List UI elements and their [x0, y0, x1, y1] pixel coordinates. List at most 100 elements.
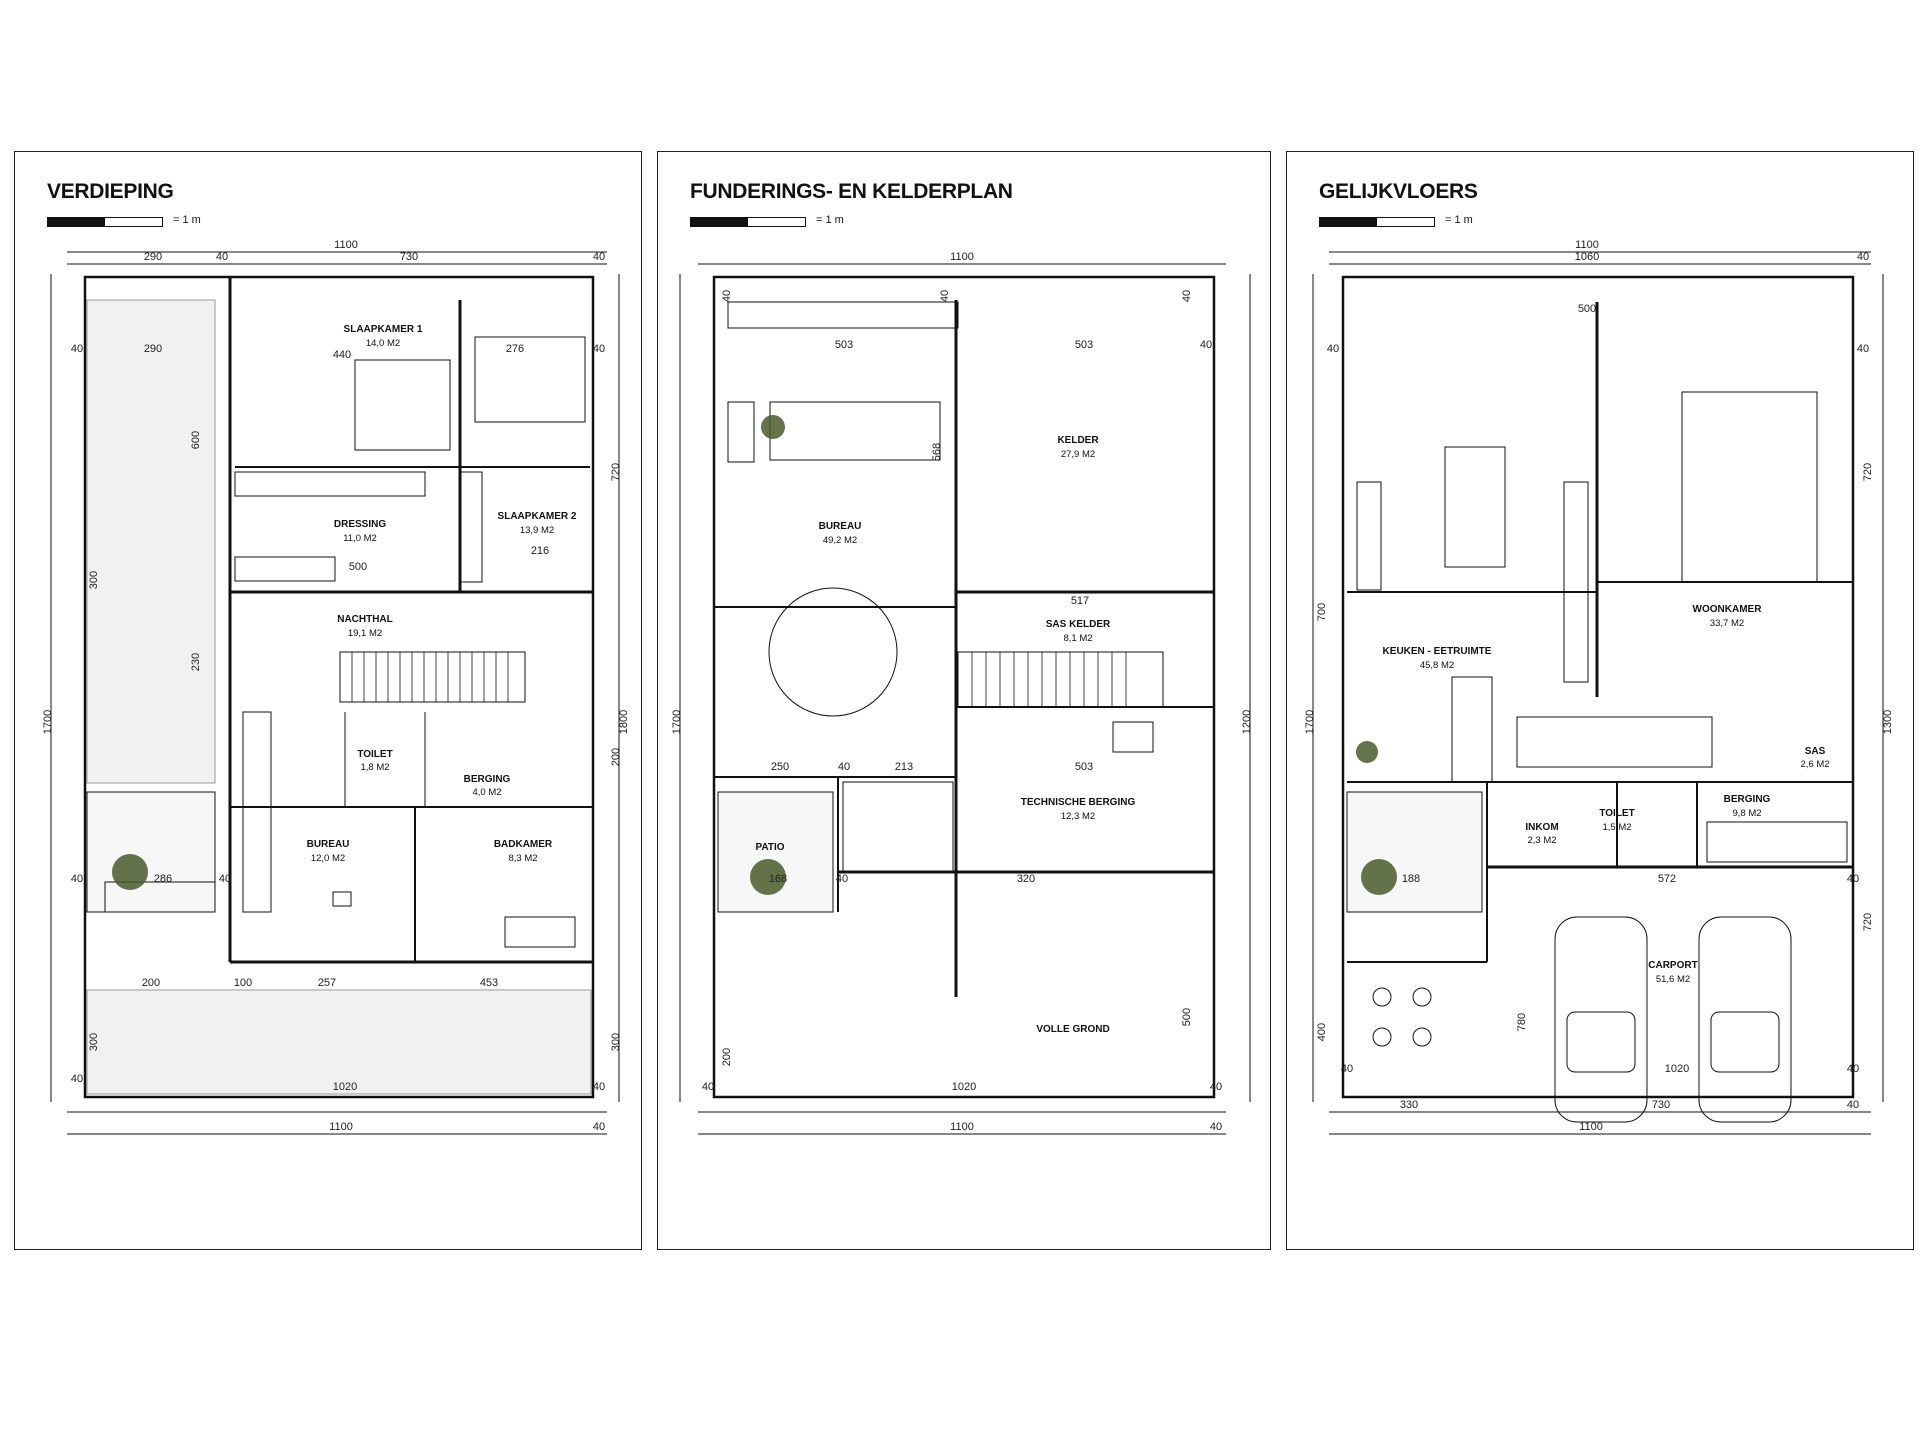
dimension-label: 453 — [480, 977, 498, 989]
room-area: 1,5 M2 — [1602, 822, 1631, 833]
plant-icon — [1356, 741, 1378, 763]
room-label: BERGING — [464, 774, 511, 785]
room-area: 12,3 M2 — [1061, 811, 1095, 822]
dimension-label: 216 — [531, 545, 549, 557]
dimension-label: 503 — [1075, 761, 1093, 773]
dimension-label: 440 — [333, 349, 351, 361]
dimension-label: 257 — [318, 977, 336, 989]
dimension-label: 320 — [1017, 873, 1035, 885]
room-area: 2,3 M2 — [1527, 835, 1556, 846]
room-label: BUREAU — [307, 839, 350, 850]
room-area: 49,2 M2 — [823, 535, 857, 546]
dimension-label: 200 — [721, 1048, 733, 1066]
dimension-label: 1020 — [1665, 1063, 1689, 1075]
room-label: SLAAPKAMER 1 — [344, 324, 423, 335]
dimension-label: 1060 — [1575, 251, 1599, 263]
room-area: 33,7 M2 — [1710, 618, 1744, 629]
dimension-label: 40 — [71, 343, 83, 355]
dimension-label: 1100 — [950, 251, 974, 263]
dimension-label: 40 — [216, 251, 228, 263]
dimension-label: 40 — [1210, 1081, 1222, 1093]
dimension-label: 286 — [154, 873, 172, 885]
plant-icon — [761, 415, 785, 439]
dimension-label: 300 — [88, 1033, 100, 1051]
dimension-label: 40 — [593, 1081, 605, 1093]
sheet-verdieping: VERDIEPING = 1 m — [14, 151, 642, 1250]
room-area: 14,0 M2 — [366, 338, 400, 349]
dimension-label: 500 — [1181, 1008, 1193, 1026]
dimension-label: 1020 — [952, 1081, 976, 1093]
dimension-label: 500 — [349, 561, 367, 573]
dimension-label: 1020 — [333, 1081, 357, 1093]
dimension-label: 276 — [506, 343, 524, 355]
floor-plan-verdieping: SLAAPKAMER 1 14,0 M2 DRESSING 11,0 M2 SL… — [42, 239, 630, 1135]
room-label: TOILET — [1599, 808, 1634, 819]
dimension-label: 200 — [142, 977, 160, 989]
dimension-label: 100 — [234, 977, 252, 989]
room-label: TOILET — [357, 749, 392, 760]
room-label: BADKAMER — [494, 839, 553, 850]
dimension-label: 517 — [1071, 595, 1089, 607]
dimension-label: 40 — [836, 873, 848, 885]
tree-icon — [1361, 859, 1397, 895]
room-label: VOLLE GROND — [1036, 1024, 1109, 1035]
room-label: CARPORT — [1648, 960, 1697, 971]
room-label: KELDER — [1057, 435, 1099, 446]
dimension-label: 720 — [610, 463, 622, 481]
dimension-label: 230 — [190, 653, 202, 671]
dimension-label: 503 — [835, 339, 853, 351]
scale-bar — [1319, 217, 1435, 227]
dimension-label: 40 — [1327, 343, 1339, 355]
dimension-label: 40 — [1210, 1121, 1222, 1133]
dimension-label: 188 — [1402, 873, 1420, 885]
dimension-label: 300 — [88, 571, 100, 589]
dimension-label: 168 — [769, 873, 787, 885]
dimension-label: 40 — [1857, 251, 1869, 263]
dimension-label: 40 — [593, 1121, 605, 1133]
room-area: 13,9 M2 — [520, 525, 554, 536]
dimension-label: 568 — [931, 443, 943, 461]
room-area: 2,6 M2 — [1800, 759, 1829, 770]
dimension-label: 572 — [1658, 873, 1676, 885]
scale-label: = 1 m — [816, 214, 844, 226]
room-area: 12,0 M2 — [311, 853, 345, 864]
dimension-label: 503 — [1075, 339, 1093, 351]
dimension-label: 600 — [190, 431, 202, 449]
room-area: 45,8 M2 — [1420, 660, 1454, 671]
dimension-label: 700 — [1316, 603, 1328, 621]
dimension-label: 1200 — [1241, 710, 1253, 734]
dimension-label: 40 — [939, 290, 951, 302]
scale-bar — [47, 217, 163, 227]
dimension-label: 40 — [1847, 1099, 1859, 1111]
dimension-label: 40 — [1200, 339, 1212, 351]
room-label: KEUKEN - EETRUIMTE — [1383, 646, 1492, 657]
dimension-label: 40 — [838, 761, 850, 773]
room-label: WOONKAMER — [1693, 604, 1763, 615]
room-label: SAS — [1805, 746, 1826, 757]
scale-label: = 1 m — [173, 214, 201, 226]
sheet-gelijkvloers: GELIJKVLOERS = 1 m — [1286, 151, 1914, 1250]
dimension-label: 1700 — [42, 710, 54, 734]
dimension-label: 400 — [1316, 1023, 1328, 1041]
dimension-label: 1300 — [1882, 710, 1894, 734]
room-area: 51,6 M2 — [1656, 974, 1690, 985]
dimension-label: 720 — [1862, 463, 1874, 481]
dimension-label: 40 — [721, 290, 733, 302]
room-area: 8,3 M2 — [508, 853, 537, 864]
dimension-label: 1700 — [671, 710, 683, 734]
room-area: 1,8 M2 — [360, 762, 389, 773]
floor-plan-gelijkvloers: WOONKAMER 33,7 M2 KEUKEN - EETRUIMTE 45,… — [1304, 239, 1894, 1135]
dimension-label: 730 — [1652, 1099, 1670, 1111]
dimension-label: 300 — [610, 1033, 622, 1051]
room-label: BUREAU — [819, 521, 862, 532]
room-label: DRESSING — [334, 519, 386, 530]
dimension-label: 1700 — [1304, 710, 1316, 734]
dimension-label: 40 — [1847, 1063, 1859, 1075]
dimension-label: 40 — [1341, 1063, 1353, 1075]
room-label: SAS KELDER — [1046, 619, 1111, 630]
dimension-label: 40 — [71, 1073, 83, 1085]
room-label: INKOM — [1525, 822, 1558, 833]
room-label: TECHNISCHE BERGING — [1021, 797, 1136, 808]
dimension-label: 40 — [1181, 290, 1193, 302]
sheet-title: FUNDERINGS- EN KELDERPLAN — [690, 180, 1013, 203]
